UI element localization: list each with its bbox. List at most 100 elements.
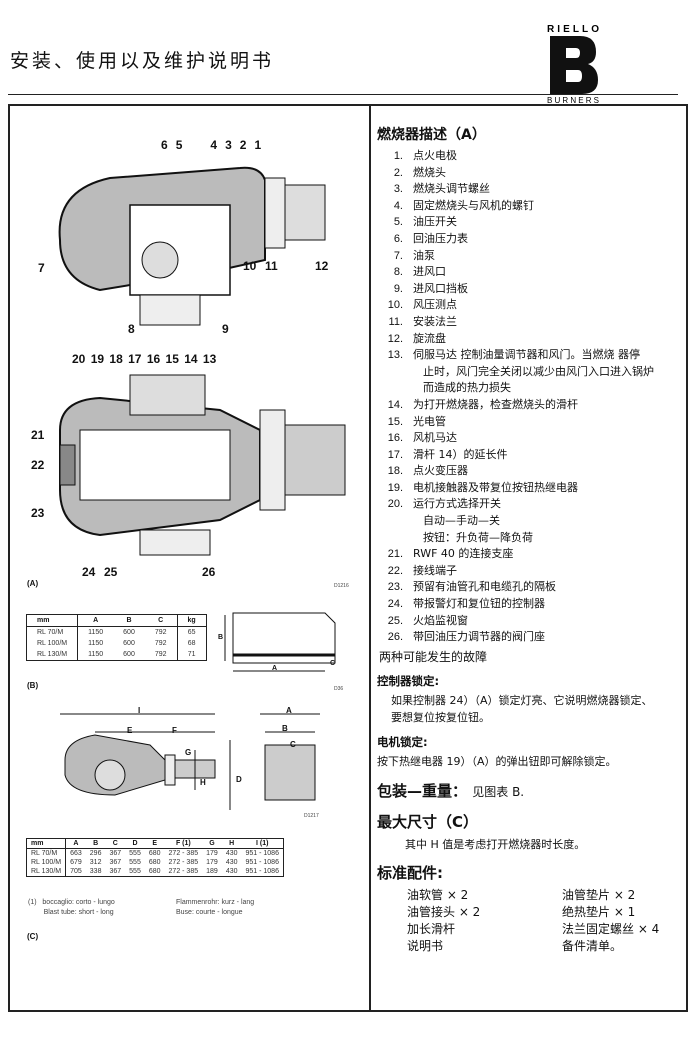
table-cell: 367 [109,868,122,875]
list-item: 11.安装法兰 [377,314,687,331]
list-item: 23.预留有油管孔和电缆孔的隔板 [377,579,687,596]
item-number: 13. [387,349,403,362]
list-item: 13.伺服马达 控制油量调节器和风门。当燃烧 器停 [377,347,687,364]
list-item: 9.进风口挡板 [377,281,687,298]
dim-c: C [290,740,296,749]
column-header: C [158,617,164,624]
table-cell: RL 100/M [27,858,67,867]
burner-top-view-drawing [59,374,346,556]
content-frame [8,104,688,1012]
dimension-drawing [60,713,320,810]
callout-11: 11 [265,259,278,273]
table-cell: 792 [154,629,167,636]
dim-f: F [172,726,177,735]
list-item: 21.RWF 40 的连接支座 [377,546,687,563]
list-item: 12.旋流盘 [377,331,687,348]
column-header: B [93,840,99,847]
callout-12: 12 [315,259,329,273]
item-continuation: 按钮：升负荷—降负荷 [423,530,533,544]
max-dim-text: 其中 H 值是考虑打开燃烧器时长度。 [405,837,586,851]
item-text: 接线端子 [413,563,457,577]
dim-b: B [218,634,224,641]
item-text: RWF 40 的连接支座 [413,547,514,561]
item-text: 电机接触器及带复位按钮热继电器 [413,480,578,494]
accessory-item: 油软管 × 2 [407,887,469,902]
table-cell: 65 [176,626,206,638]
callout-8: 8 [128,322,135,336]
item-text: 滑杆 14）的延长件 [413,447,508,461]
table-cell: 951 - 1086 [245,868,279,875]
column-header: D [132,840,138,847]
item-number: 3. [393,183,403,196]
burner-side-view-drawing [58,166,326,326]
callout-22: 22 [31,458,45,472]
dim-c: C [330,660,336,667]
list-item: 26. 带回油压力调节器的阀门座 [377,629,687,646]
list-item: 3.燃烧头调节螺丝 [377,181,687,198]
item-text: 预留有油管孔和电缆孔的隔板 [413,580,556,594]
item-number: 1. [393,150,403,162]
item-text: 固定燃烧头与风机的螺钉 [413,198,534,212]
table-cell: 312 [89,859,102,866]
table-cell: 189 [206,868,218,875]
item-number: 15. [387,415,403,428]
item-number: 5. [393,216,403,229]
item-text: 点火电极 [413,149,457,162]
table-cell: 367 [109,859,122,866]
table-cell: 600 [123,640,135,647]
table-cell: 179 [206,859,218,866]
list-item: 5.油压开关 [377,214,687,231]
list-item: 24.带报警灯和复位钮的控制器 [377,596,687,613]
column-header: A [93,617,99,624]
column-header: B [126,617,132,624]
table-cell: 1150 [88,640,104,647]
item-number: 22. [387,564,403,577]
item-text: 带回油压力调节器的阀门座 [413,630,545,644]
table-cell: 600 [123,651,135,658]
motor-lockout-title: 电机锁定: [377,734,428,749]
item-number: 10. [387,299,403,312]
item-number: 8. [393,266,403,279]
table-cell: 179 [206,850,218,857]
table-cell: 680 [148,868,161,875]
list-item: 16.风机马达 [377,430,687,447]
callout-7: 7 [38,261,45,275]
faults-heading: 两种可能发生的故障 [379,649,488,664]
table-cell: 430 [225,859,238,866]
list-item: 25.火焰监视窗 [377,613,687,630]
page-title: 安装、使用以及维护说明书 [10,50,275,72]
table-cell: 430 [225,850,238,857]
table-cell: 680 [148,850,161,857]
item-continuation: 自动—手动—关 [423,514,500,528]
table-cell: 951 - 1086 [245,859,279,866]
table-cell: 272 - 385 [168,850,199,857]
table-cell: 367 [109,850,122,857]
item-number: 4. [393,199,403,212]
item-text: 风压测点 [413,298,457,312]
accessory-item: 绝热垫片 × 1 [562,904,636,919]
table-cell: 71 [176,649,206,660]
accessory-item: 油管接头 × 2 [407,904,481,919]
svg-text:RIELLO: RIELLO [547,24,599,35]
item-number: 12. [387,332,403,345]
item-number: 25. [387,614,403,627]
accessories-title: 标准配件: [377,863,443,882]
list-item: 22. 接线端子 [377,563,687,580]
table-cell: RL 70/M [27,626,79,638]
callout-10: 10 [243,259,257,273]
item-number: 9. [393,282,403,295]
dim-d: D [236,775,242,784]
table-cell: 272 - 385 [168,859,199,866]
callouts-lower-top: 20 19 18 17 16 15 14 13 [72,352,217,366]
dim-a: A [272,665,278,672]
item-text: 燃烧头 [413,165,446,179]
table-cell: RL 70/M [27,848,67,858]
item-number: 26. [387,631,403,644]
